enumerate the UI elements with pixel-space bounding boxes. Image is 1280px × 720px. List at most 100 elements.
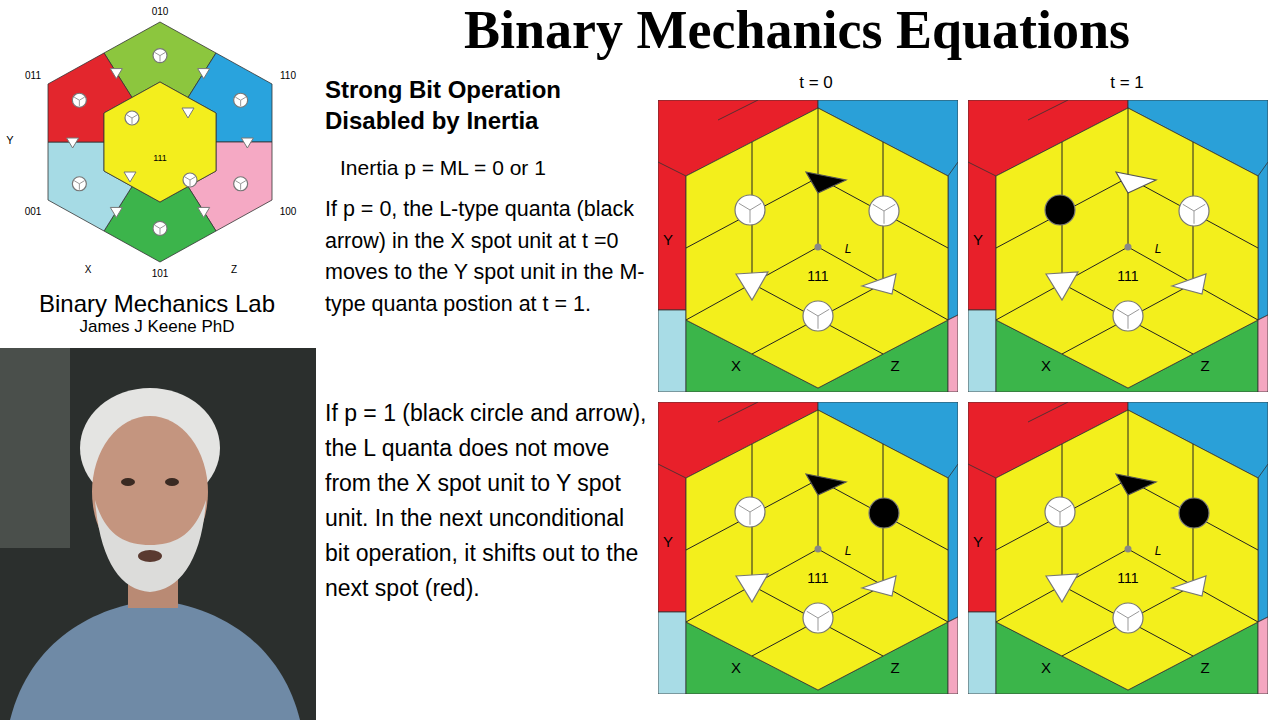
axis-label: X [1041, 357, 1051, 374]
webcam-image [0, 348, 316, 720]
vertex-code: 010 [152, 6, 169, 18]
cube-edge [968, 464, 996, 478]
cube-edge [948, 464, 958, 478]
m-quanta-circle [869, 196, 899, 226]
quanta-edge [807, 309, 818, 316]
cube-grid [996, 178, 1128, 249]
quanta-label: L [1155, 243, 1162, 257]
m-quanta-circle [1179, 196, 1209, 226]
logo-quanta [182, 108, 194, 118]
l-quanta-arrow [806, 172, 846, 193]
center-dot [815, 244, 822, 251]
logo-quanta [153, 221, 167, 235]
time-label: t = 1 [1110, 73, 1144, 93]
axis-label: Y [6, 134, 13, 147]
quanta-edge [884, 211, 885, 224]
lightblue-spot [968, 310, 996, 392]
quanta-edge [132, 118, 133, 124]
quanta-edge [235, 181, 240, 184]
quanta-edge [818, 611, 829, 618]
lightblue-spot [658, 612, 686, 694]
quanta-edge [132, 115, 137, 118]
quanta-edge [160, 52, 165, 55]
quanta-label: L [845, 545, 852, 559]
quanta-triangle [1046, 272, 1078, 300]
center-dot [1125, 546, 1132, 553]
quanta-triangle [862, 576, 896, 596]
m-quanta-circle [1179, 498, 1209, 528]
quanta-edge [1128, 309, 1139, 316]
logo-quanta [110, 207, 122, 217]
l-quanta-arrow [1116, 172, 1156, 193]
vertex-code: 110 [280, 70, 296, 82]
quanta-edge [750, 505, 761, 512]
lab-name: Binary Mechanics Lab [39, 290, 275, 318]
quanta-edge [160, 228, 161, 234]
center-dot [815, 546, 822, 553]
quanta-edge [79, 97, 84, 100]
cube-grid [752, 284, 883, 355]
quanta-edge [160, 225, 165, 228]
spot-panel [658, 100, 958, 392]
quanta-edge [1194, 211, 1195, 224]
pink-spot [948, 315, 958, 392]
cube-grid [1062, 586, 1193, 657]
explanation-text: If p = 0, the L-type quanta (black arrow… [325, 194, 649, 320]
quanta-edge [79, 184, 80, 190]
person-eye [165, 478, 179, 486]
yellow-spot [686, 410, 948, 690]
logo-quanta [125, 111, 139, 125]
m-quanta-circle [1045, 195, 1075, 225]
m-quanta-circle [803, 603, 833, 633]
cube-edge [1028, 100, 1068, 120]
inertia-formula: Inertia p = ML = 0 or 1 [340, 156, 546, 180]
center-dot [1125, 244, 1132, 251]
pink-spot [1258, 617, 1268, 694]
yellow-spot [996, 108, 1258, 388]
cube-edge [718, 100, 758, 120]
person-shirt [10, 600, 300, 720]
quanta-edge [155, 52, 160, 55]
logo-quanta [124, 172, 136, 182]
quanta-triangle [736, 574, 768, 602]
axis-label: X [1041, 659, 1051, 676]
pink-spot [948, 617, 958, 694]
cube-grid [752, 586, 883, 657]
cube-grid [752, 586, 883, 657]
vertex-code: 100 [280, 206, 297, 218]
quanta-triangle [862, 274, 896, 294]
quanta-edge [750, 210, 751, 223]
quanta-edge [241, 181, 246, 184]
webcam-wall [0, 348, 70, 548]
axis-label: Y [973, 231, 983, 248]
quanta-edge [1194, 204, 1205, 211]
logo-quanta [153, 49, 167, 63]
yellow-spot [686, 108, 948, 388]
l-quanta-arrow [1116, 474, 1156, 495]
cube-edge [1258, 162, 1268, 176]
quanta-edge [1117, 309, 1128, 316]
quanta-edge [74, 97, 79, 100]
quanta-edge [1060, 505, 1071, 512]
quanta-triangle [1172, 576, 1206, 596]
quanta-edge [155, 225, 160, 228]
quanta-edge [1049, 505, 1060, 512]
cube-grid [686, 178, 818, 249]
m-quanta-circle [735, 497, 765, 527]
quanta-edge [807, 611, 818, 618]
time-label: t = 0 [799, 73, 833, 93]
quanta-edge [1183, 204, 1194, 211]
quanta-edge [79, 100, 80, 106]
vertex-code: 001 [25, 206, 42, 218]
axis-label: Z [1200, 357, 1209, 374]
spot-panel [658, 402, 958, 694]
cube-center-region [104, 82, 216, 202]
m-quanta-circle [1113, 603, 1143, 633]
cube-grid [818, 178, 948, 249]
quanta-edge [240, 184, 241, 190]
section-heading: Strong Bit Operation Disabled by Inertia [325, 74, 637, 136]
axis-label: Y [973, 533, 983, 550]
logo-quanta [234, 93, 248, 107]
